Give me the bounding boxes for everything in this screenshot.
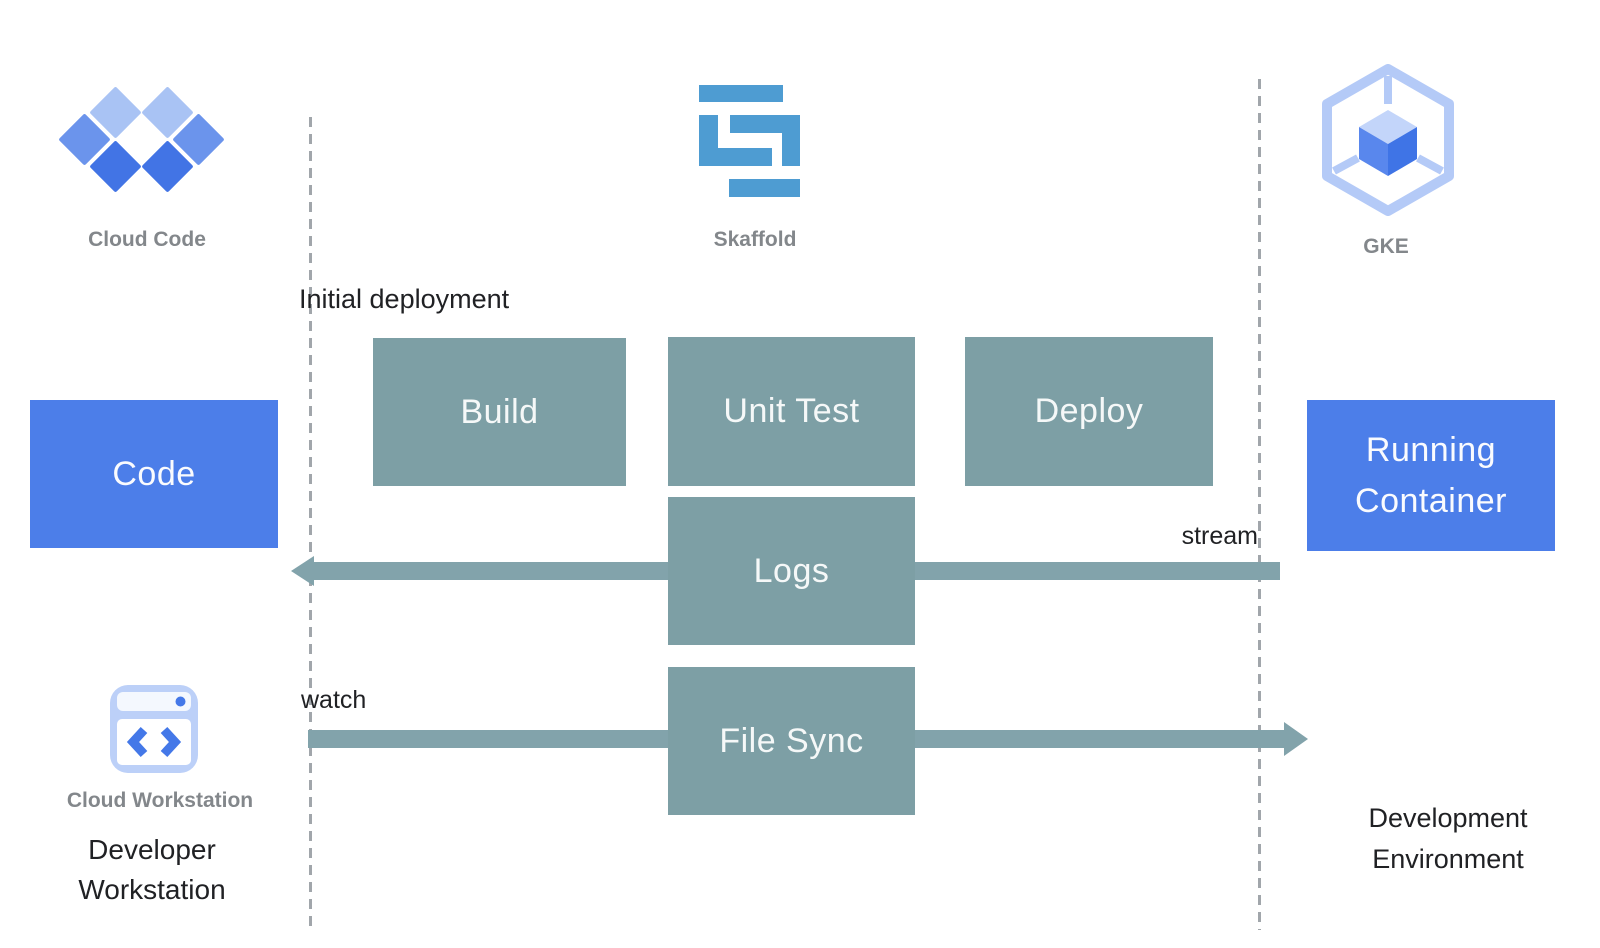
cloud-code-label: Cloud Code — [88, 228, 206, 251]
cloud-workstation-icon — [110, 685, 198, 773]
logs-node: Logs — [668, 497, 915, 645]
file-sync-node: File Sync — [668, 667, 915, 815]
logs-stream-arrowhead — [291, 556, 314, 586]
developer-workstation-label: Developer Workstation — [78, 834, 226, 906]
build-node: Build — [373, 338, 626, 486]
initial-deployment-label: Initial deployment — [299, 284, 510, 314]
skaffold-label: Skaffold — [713, 228, 797, 251]
gke-icon — [1322, 64, 1454, 216]
running-container-node: Running Container — [1307, 400, 1555, 551]
left-lane-divider — [309, 117, 312, 930]
right-lane-divider — [1258, 79, 1261, 930]
code-node: Code — [30, 400, 278, 548]
gke-label: GKE — [1363, 235, 1409, 258]
stream-label: stream — [1181, 522, 1258, 550]
watch-label: watch — [301, 686, 367, 714]
development-environment-label: Development Environment — [1368, 803, 1528, 874]
cloud-workstation-label: Cloud Workstation — [66, 789, 254, 812]
deploy-node: Deploy — [965, 337, 1213, 486]
skaffold-icon — [699, 85, 800, 197]
file-sync-arrowhead — [1284, 722, 1308, 756]
unit-test-node: Unit Test — [668, 337, 915, 486]
